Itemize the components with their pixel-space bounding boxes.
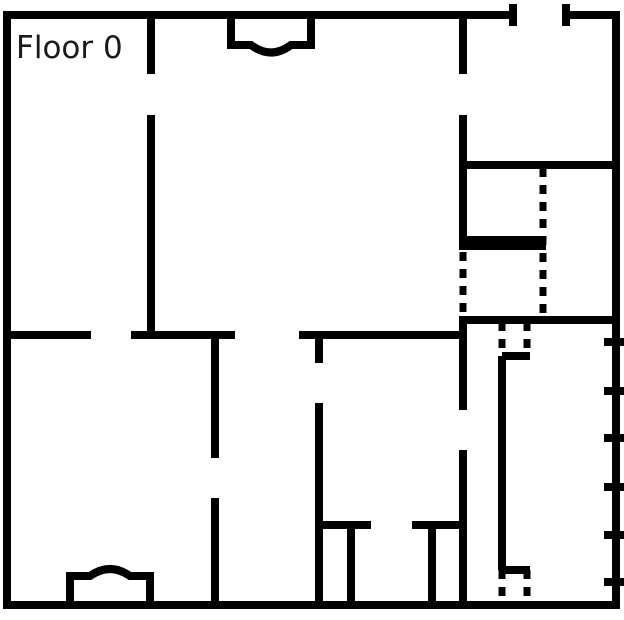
interior-walls-horizontal [7, 161, 616, 574]
bay-window-bottom [66, 565, 154, 605]
bay-window-top-outline [227, 15, 315, 57]
interior-walls [147, 15, 506, 605]
outer-walls [3, 11, 620, 609]
entrance-top [509, 4, 570, 26]
bay-window-top [227, 15, 315, 57]
bay-window-bottom-outline [66, 565, 154, 605]
right-wall-windows [604, 338, 624, 586]
floor-label: Floor 0 [16, 30, 123, 66]
dashed-partitions [459, 168, 547, 605]
